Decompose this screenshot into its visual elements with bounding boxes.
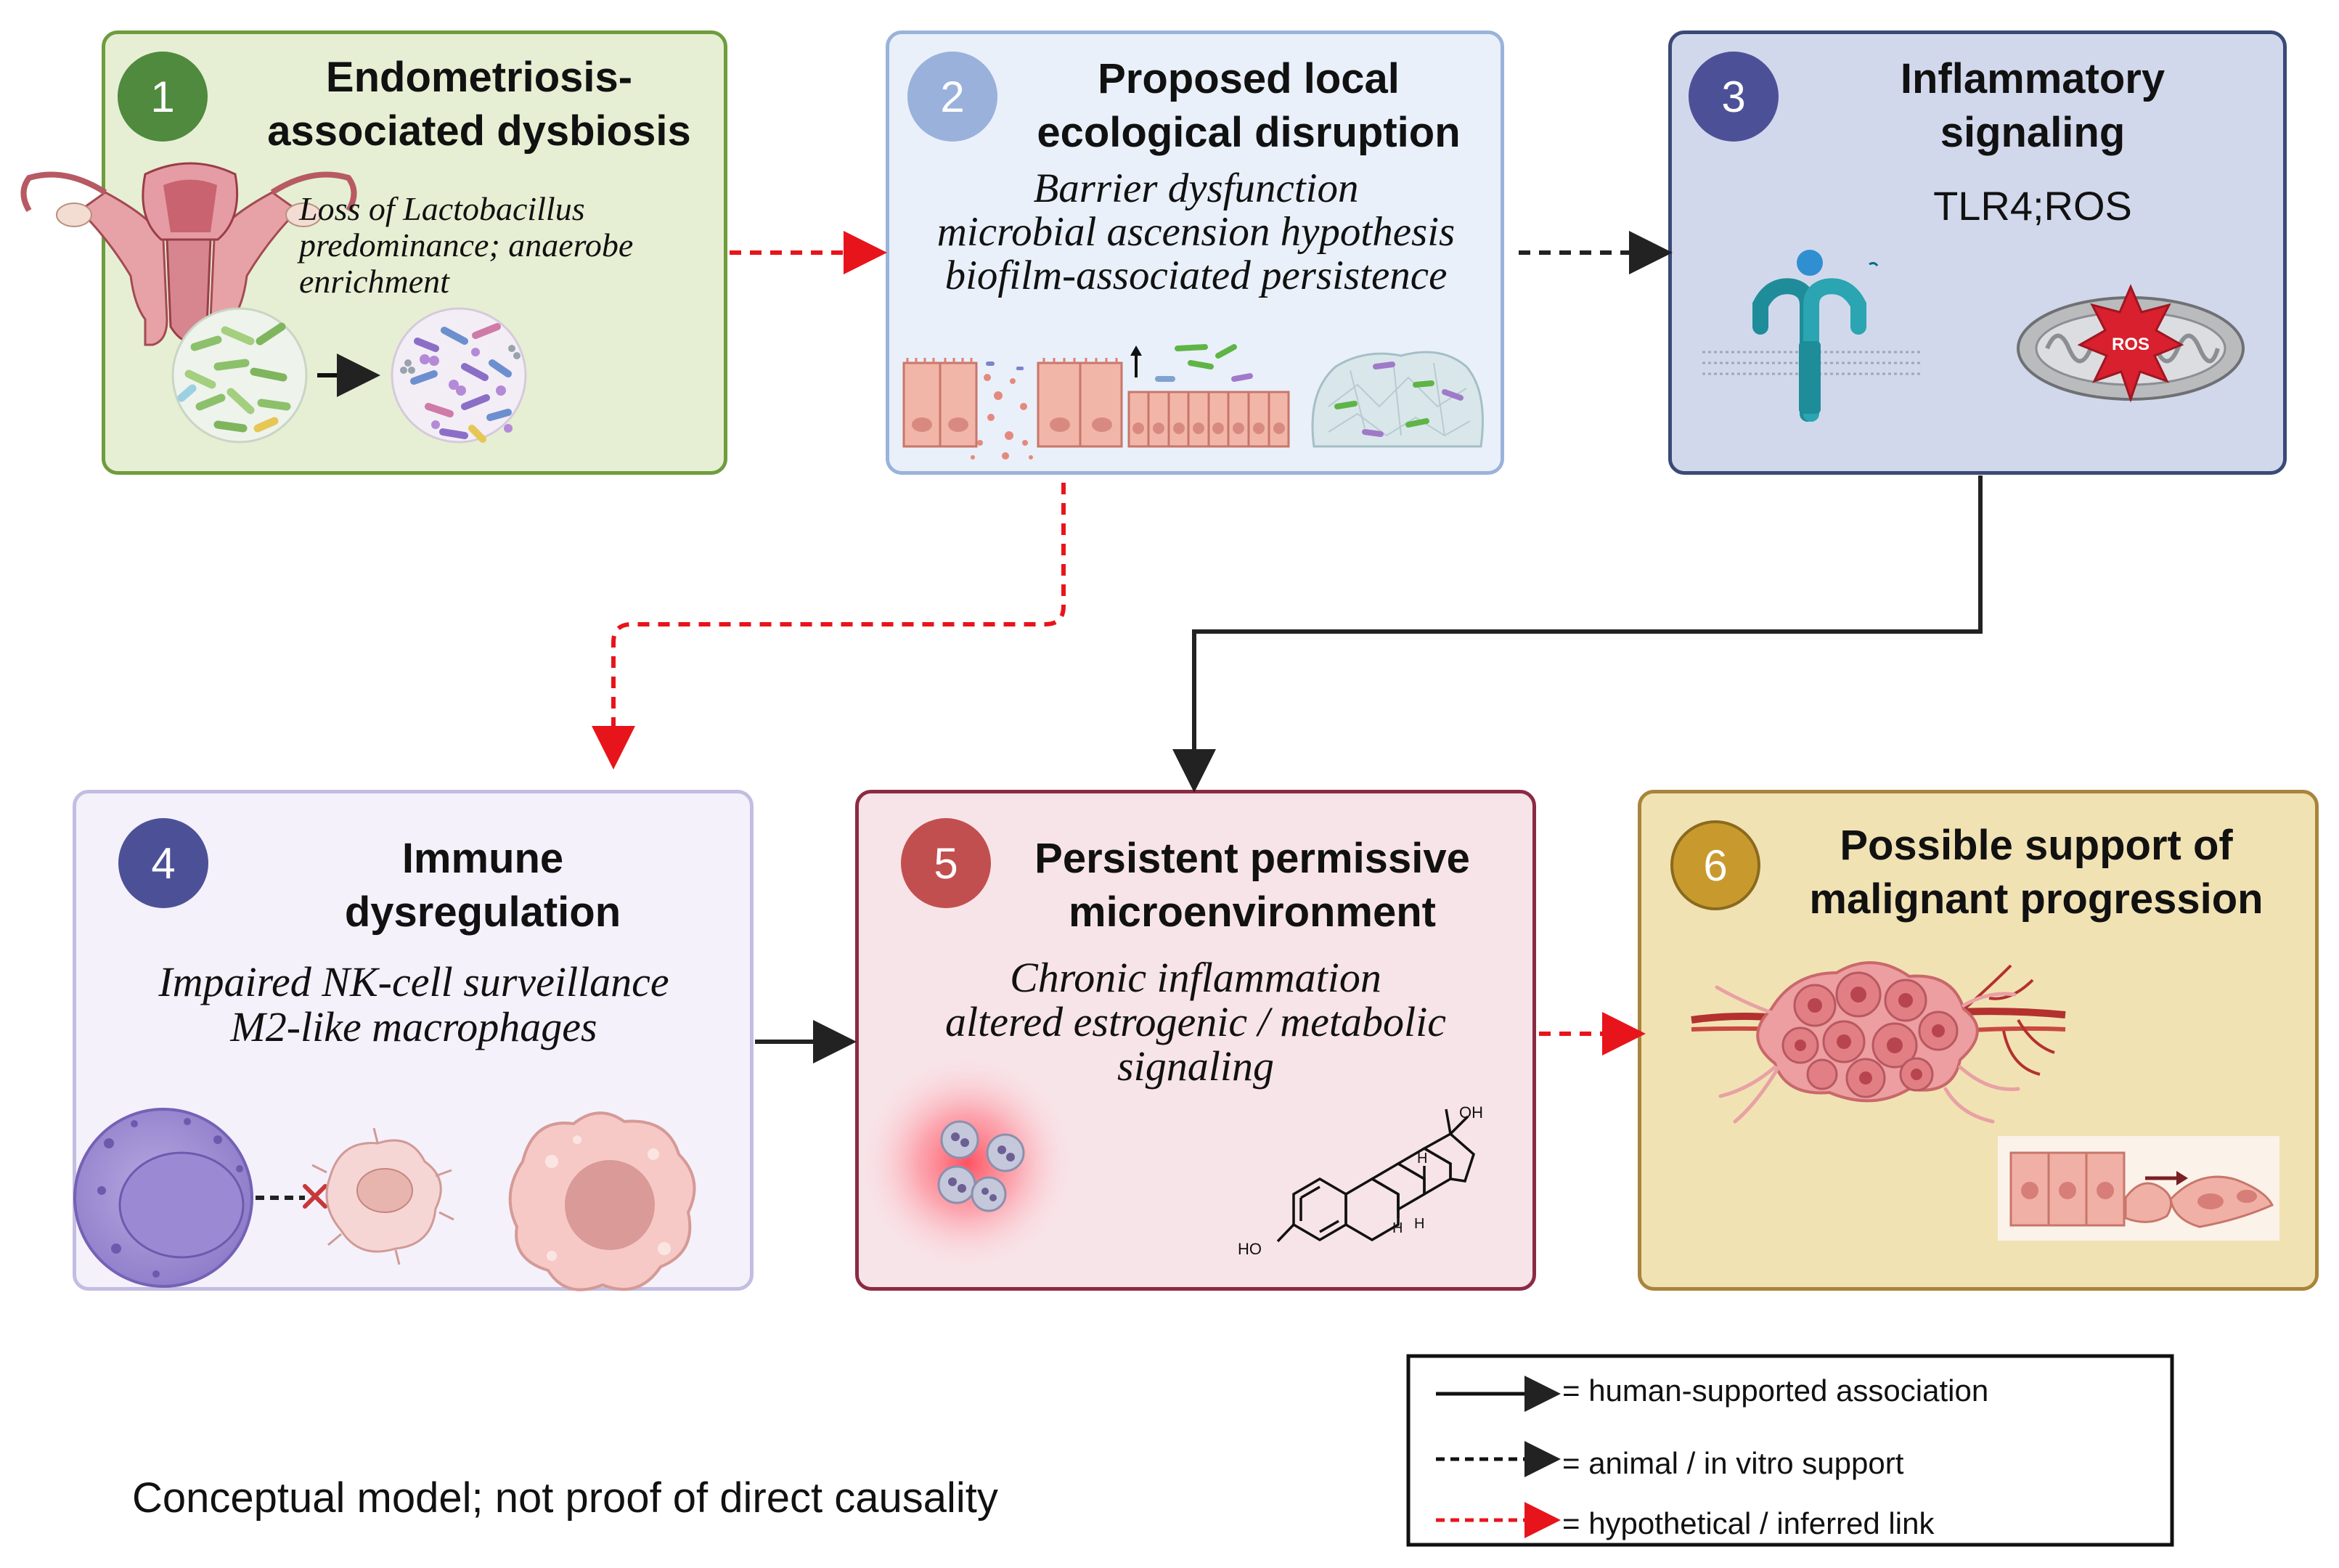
step-1-badge: 1 xyxy=(118,52,208,142)
step-2-badge: 2 xyxy=(907,52,997,142)
nk-cell-illustration xyxy=(73,1108,253,1288)
blocked-x-icon xyxy=(303,1184,327,1209)
step-3-subtitle: TLR4;ROS xyxy=(1933,183,2132,229)
step-6-title: Possible support of malignant progressio… xyxy=(1809,822,2264,923)
mitochondrion-illustration: ROS xyxy=(2017,284,2245,403)
step-4-subtitle: Impaired NK-cell surveillance M2-like ma… xyxy=(158,958,669,1050)
legend-solid-label: = human-supported association xyxy=(1562,1373,1989,1408)
step-3-title: Inflammatory signaling xyxy=(1900,55,2165,156)
step-2-subtitle: Barrier dysfunction microbial ascension … xyxy=(936,166,1456,298)
ho-label: HO xyxy=(1238,1240,1262,1258)
arrow-3-to-5 xyxy=(1172,475,1983,793)
step-3-badge: 3 xyxy=(1689,52,1779,142)
dysbiotic-microbiota-dish xyxy=(391,307,527,444)
estradiol-labels: OH HO H H H xyxy=(1238,1103,1483,1258)
step-2-title: Proposed local ecological disruption xyxy=(1037,55,1461,156)
h-label-3: H xyxy=(1414,1216,1424,1232)
h-label-2: H xyxy=(1417,1151,1427,1167)
inflammation-illustration xyxy=(858,1054,1076,1272)
oh-label: OH xyxy=(1459,1103,1483,1122)
target-cell-illustration xyxy=(311,1127,454,1265)
step-5-subtitle: Chronic inflammation altered estrogenic … xyxy=(945,954,1446,1090)
step-6-badge: 6 xyxy=(1670,820,1760,910)
footnote: Conceptual model; not proof of direct ca… xyxy=(132,1474,998,1522)
legend-red-dashed-label: = hypothetical / inferred link xyxy=(1562,1506,1935,1540)
arrow-2-to-4 xyxy=(592,483,1066,769)
uterus-illustration xyxy=(20,162,357,346)
m2-macrophage-illustration xyxy=(508,1111,696,1291)
emt-illustration xyxy=(1998,1136,2279,1241)
microbial-ascension-illustration xyxy=(1127,344,1290,448)
biofilm-illustration xyxy=(1311,351,1484,448)
ros-label: ROS xyxy=(2112,335,2150,354)
tumor-illustration xyxy=(1691,961,2066,1124)
step-5-badge: 5 xyxy=(901,818,991,908)
connectors xyxy=(592,231,1983,1063)
h-label-1: H xyxy=(1392,1220,1403,1236)
legend xyxy=(1406,1354,2174,1547)
legend-black-dashed-label: = animal / in vitro support xyxy=(1562,1446,1904,1480)
ligand xyxy=(1797,250,1823,276)
tlr4-receptor-illustration xyxy=(1702,250,1920,422)
estradiol-structure xyxy=(1276,1108,1476,1243)
step-5-title: Persistent permissive microenvironment xyxy=(1034,835,1470,936)
step-4-badge: 4 xyxy=(118,818,208,908)
step-1-title: Endometriosis- associated dysbiosis xyxy=(267,54,691,155)
step-4-title: Immune dysregulation xyxy=(344,835,621,936)
healthy-microbiota-dish xyxy=(171,307,308,444)
barrier-dysfunction-illustration xyxy=(902,358,1123,460)
ovary-left xyxy=(56,203,92,227)
ovary-right xyxy=(285,203,322,227)
ros-burst xyxy=(2077,284,2184,403)
step-1-subtitle: Loss of Lactobacillus predominance; anae… xyxy=(299,190,634,300)
